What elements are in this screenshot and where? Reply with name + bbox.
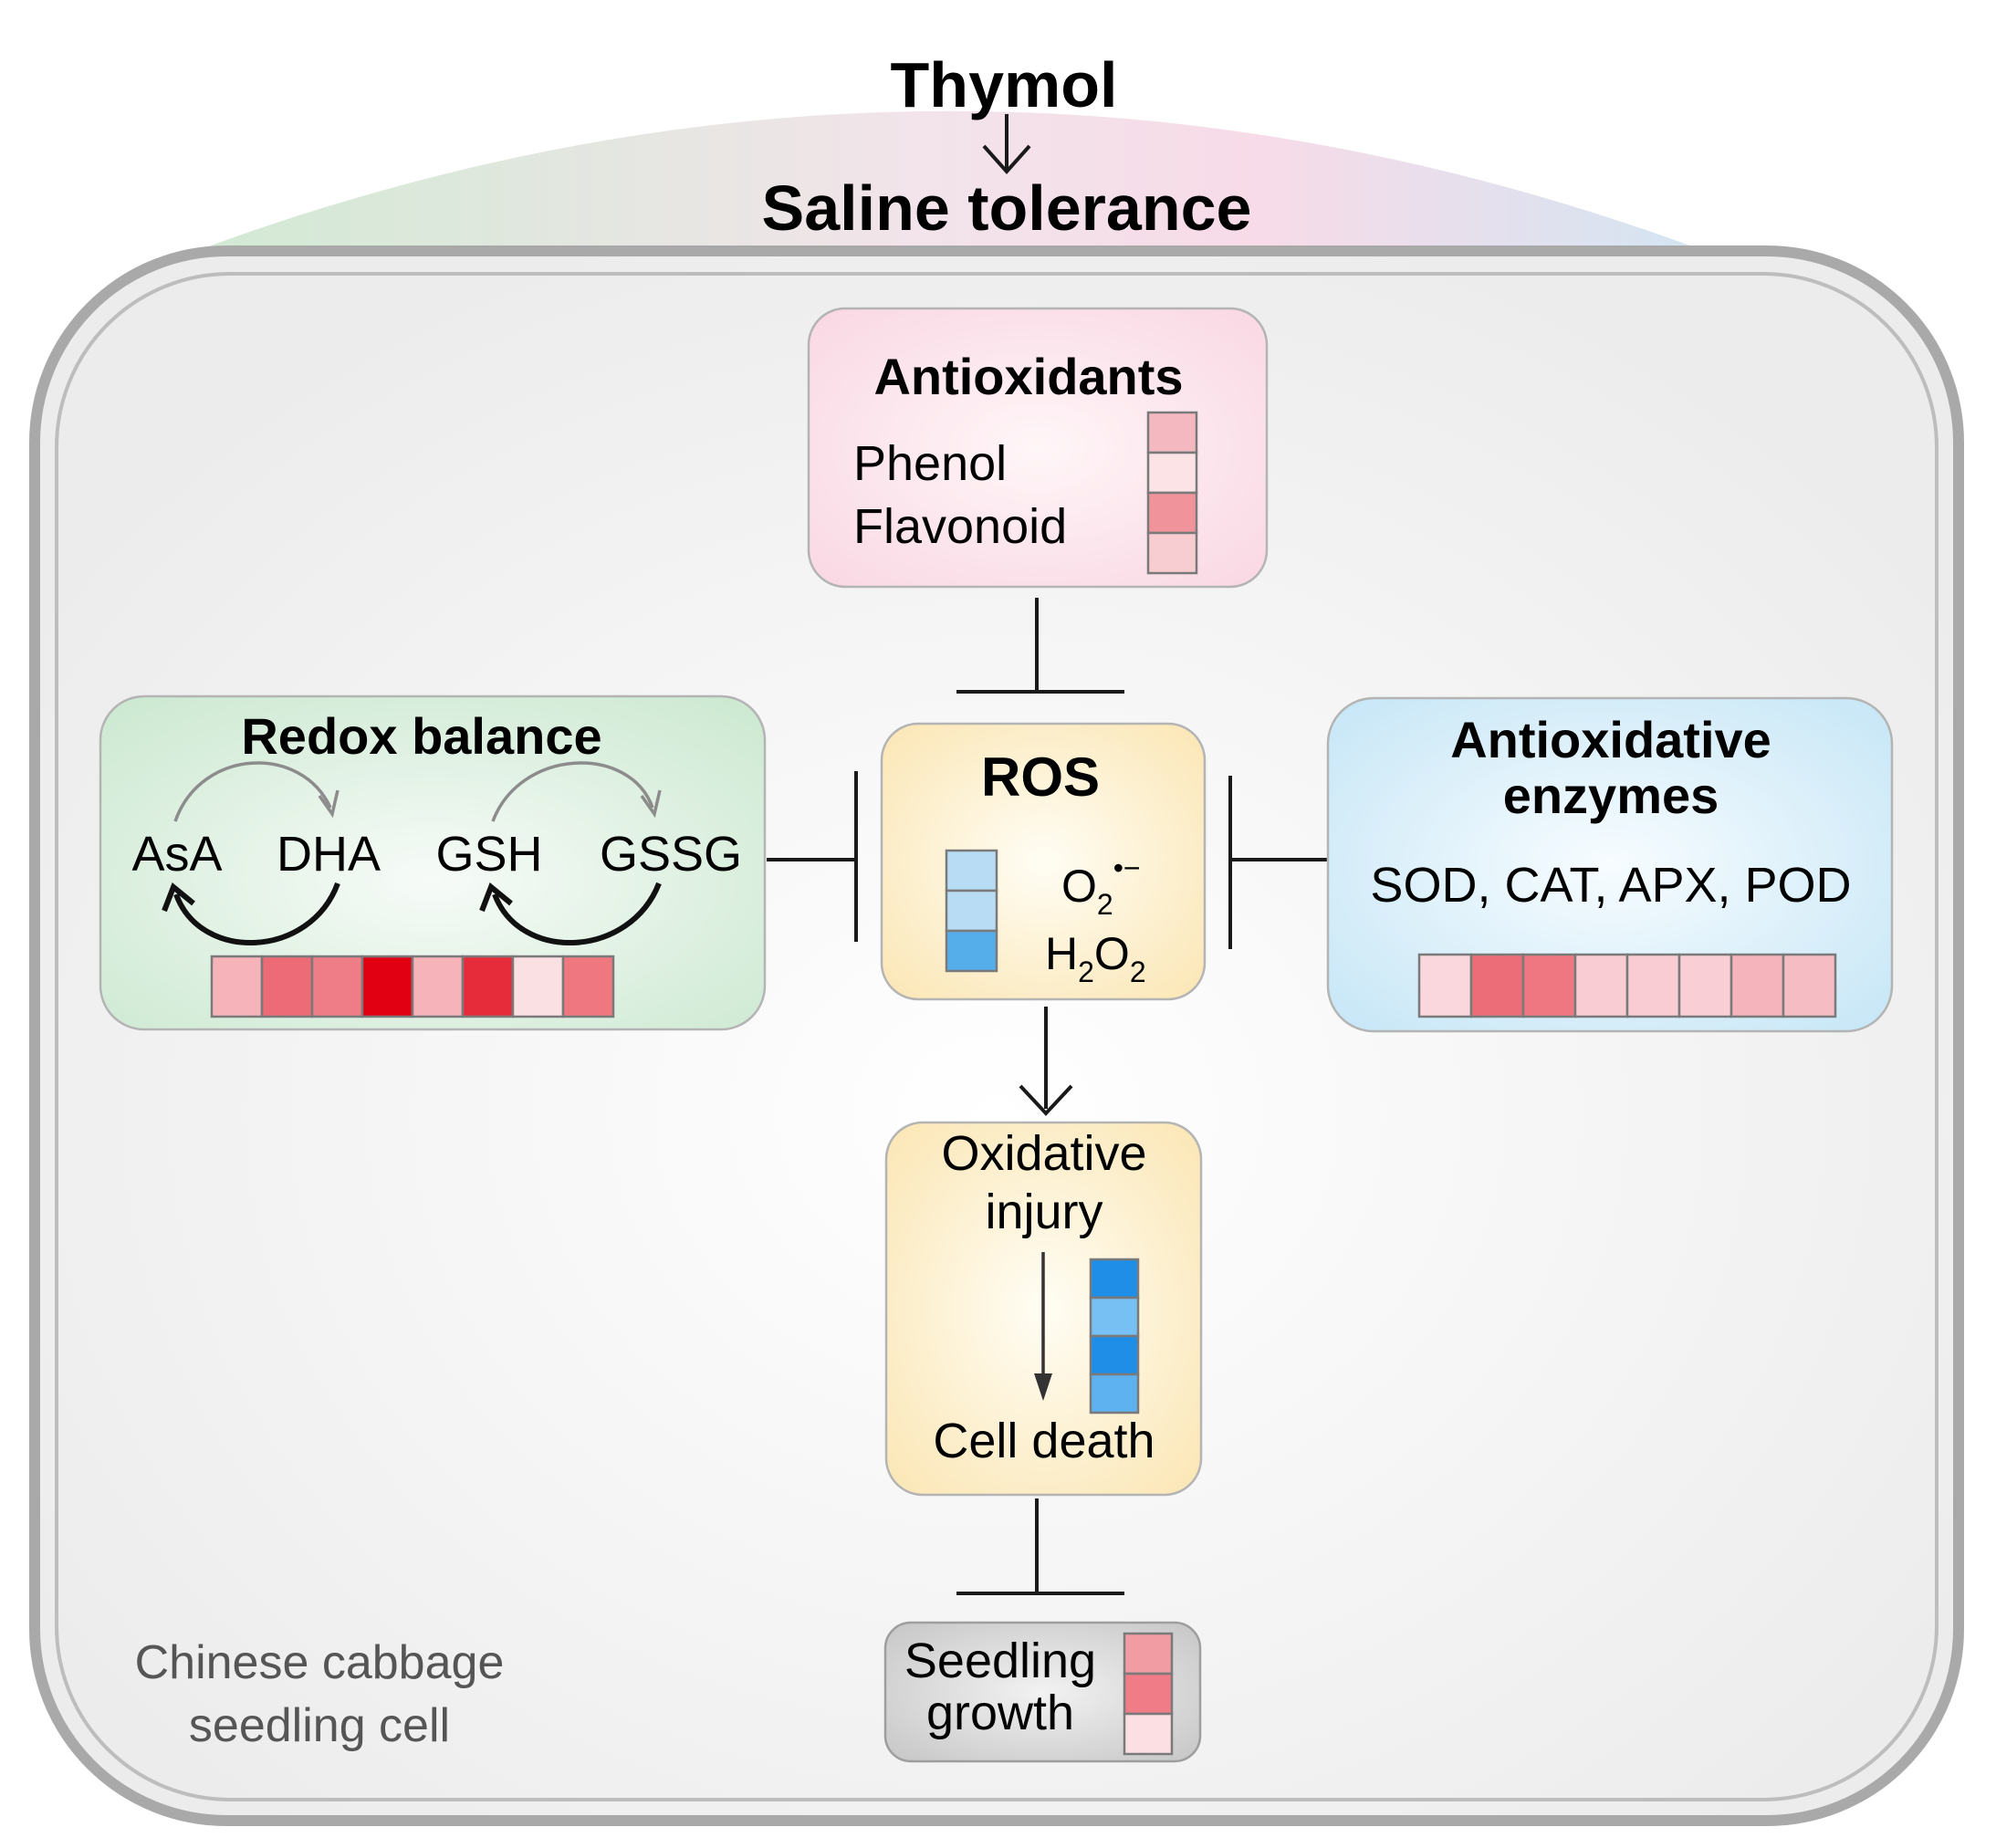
redox-heatmap-cell [310,955,364,1018]
antioxidants-title: Antioxidants [873,348,1183,405]
seedling-line1: Seedling [904,1634,1096,1688]
gsh-gssg-cycle-arrows [479,761,662,946]
antioxidants-box: Antioxidants Phenol Flavonoid [807,307,1269,589]
antioxidants-heatmap-cell [1146,491,1198,535]
seedling-heatmap-cell [1123,1632,1174,1676]
seedling-growth-box: Seedling growth [883,1621,1202,1763]
redox-heatmap-cell [511,955,565,1018]
enzymes-heatmap-cell [1625,953,1681,1018]
asa-dha-cycle-arrows [162,761,340,946]
inhibit-redox-ros [767,771,858,942]
redox-heatmap-cell [561,955,615,1018]
redox-label-asa: AsA [131,827,222,882]
ros-heatmap-cell [945,889,998,933]
antioxidants-heatmap-cell [1146,451,1198,495]
inhibit-oxidative-seedling [956,1498,1124,1595]
antioxidative-enzymes-box: Antioxidative enzymes SOD, CAT, APX, POD [1326,696,1894,1033]
antioxidant-item-phenol: Phenol [853,436,1007,491]
cell-wall [29,245,1964,1826]
redox-heatmap-cell [361,955,414,1018]
enzymes-heatmap-cell [1469,953,1525,1018]
cell-death-label: Cell death [933,1414,1155,1468]
oxidative-heatmap-cell [1089,1258,1140,1300]
hydrogen-peroxide-label: H2O2 [1045,928,1146,988]
ros-box: ROS O2•− H2O2 [880,722,1207,1001]
oxidative-heatmap-cell [1089,1296,1140,1338]
enzymes-title-line1: Antioxidative [1450,711,1771,768]
seedling-heatmap-cell [1123,1712,1174,1756]
ros-heatmap-cell [945,849,998,893]
redox-balance-box: Redox balance AsA DHA GSH GSSG [99,694,767,1031]
redox-heatmap-cell [461,955,515,1018]
redox-label-gssg: GSSG [600,827,742,882]
redox-title: Redox balance [241,707,601,765]
oxidative-line1: Oxidative [941,1126,1146,1181]
enzymes-heatmap-cell [1730,953,1785,1018]
enzymes-heatmap-cell [1677,953,1733,1018]
redox-heatmap-cell [411,955,465,1018]
oxidative-heatmap-cell [1089,1334,1140,1376]
redox-heatmap [210,955,615,1018]
redox-heatmap-cell [260,955,314,1018]
enzymes-list: SOD, CAT, APX, POD [1370,858,1851,913]
inhibit-antioxidants-ros [956,598,1124,694]
arrow-injury-death [1034,1252,1052,1401]
ros-heatmap [945,849,998,973]
antioxidant-item-flavonoid: Flavonoid [853,499,1067,554]
saline-tolerance-label: Saline tolerance [762,172,1252,244]
antioxidants-heatmap [1146,411,1198,575]
enzymes-title-line2: enzymes [1503,767,1719,824]
cell-membrane [55,272,1939,1801]
oxidative-heatmap [1089,1258,1140,1415]
thymol-label: Thymol [891,49,1118,120]
superoxide-label: O2•− [1061,851,1141,921]
enzymes-heatmap-cell [1417,953,1473,1018]
redox-heatmap-cell [210,955,264,1018]
oxidative-heatmap-cell [1089,1373,1140,1415]
ros-heatmap-cell [945,929,998,973]
antioxidants-heatmap-cell [1146,411,1198,454]
enzymes-heatmap-cell [1782,953,1837,1018]
enzymes-heatmap [1417,953,1837,1018]
redox-label-gsh: GSH [435,827,542,882]
arrow-ros-oxidative [1019,1007,1073,1116]
redox-label-dha: DHA [277,827,381,882]
ros-title: ROS [981,747,1100,808]
thymol-arrow [982,114,1031,175]
cell-label-line1: Chinese cabbage [135,1636,505,1689]
enzymes-heatmap-cell [1521,953,1577,1018]
enzymes-heatmap-cell [1573,953,1629,1018]
seedling-heatmap-cell [1123,1672,1174,1716]
seedling-heatmap [1123,1632,1174,1756]
cell-label-line2: seedling cell [189,1699,450,1752]
inhibit-enzymes-ros [1228,776,1327,949]
seedling-line2: growth [926,1686,1074,1740]
antioxidants-heatmap-cell [1146,531,1198,575]
oxidative-injury-box: Oxidative injury Cell death [884,1121,1203,1497]
oxidative-line2: injury [985,1185,1103,1239]
